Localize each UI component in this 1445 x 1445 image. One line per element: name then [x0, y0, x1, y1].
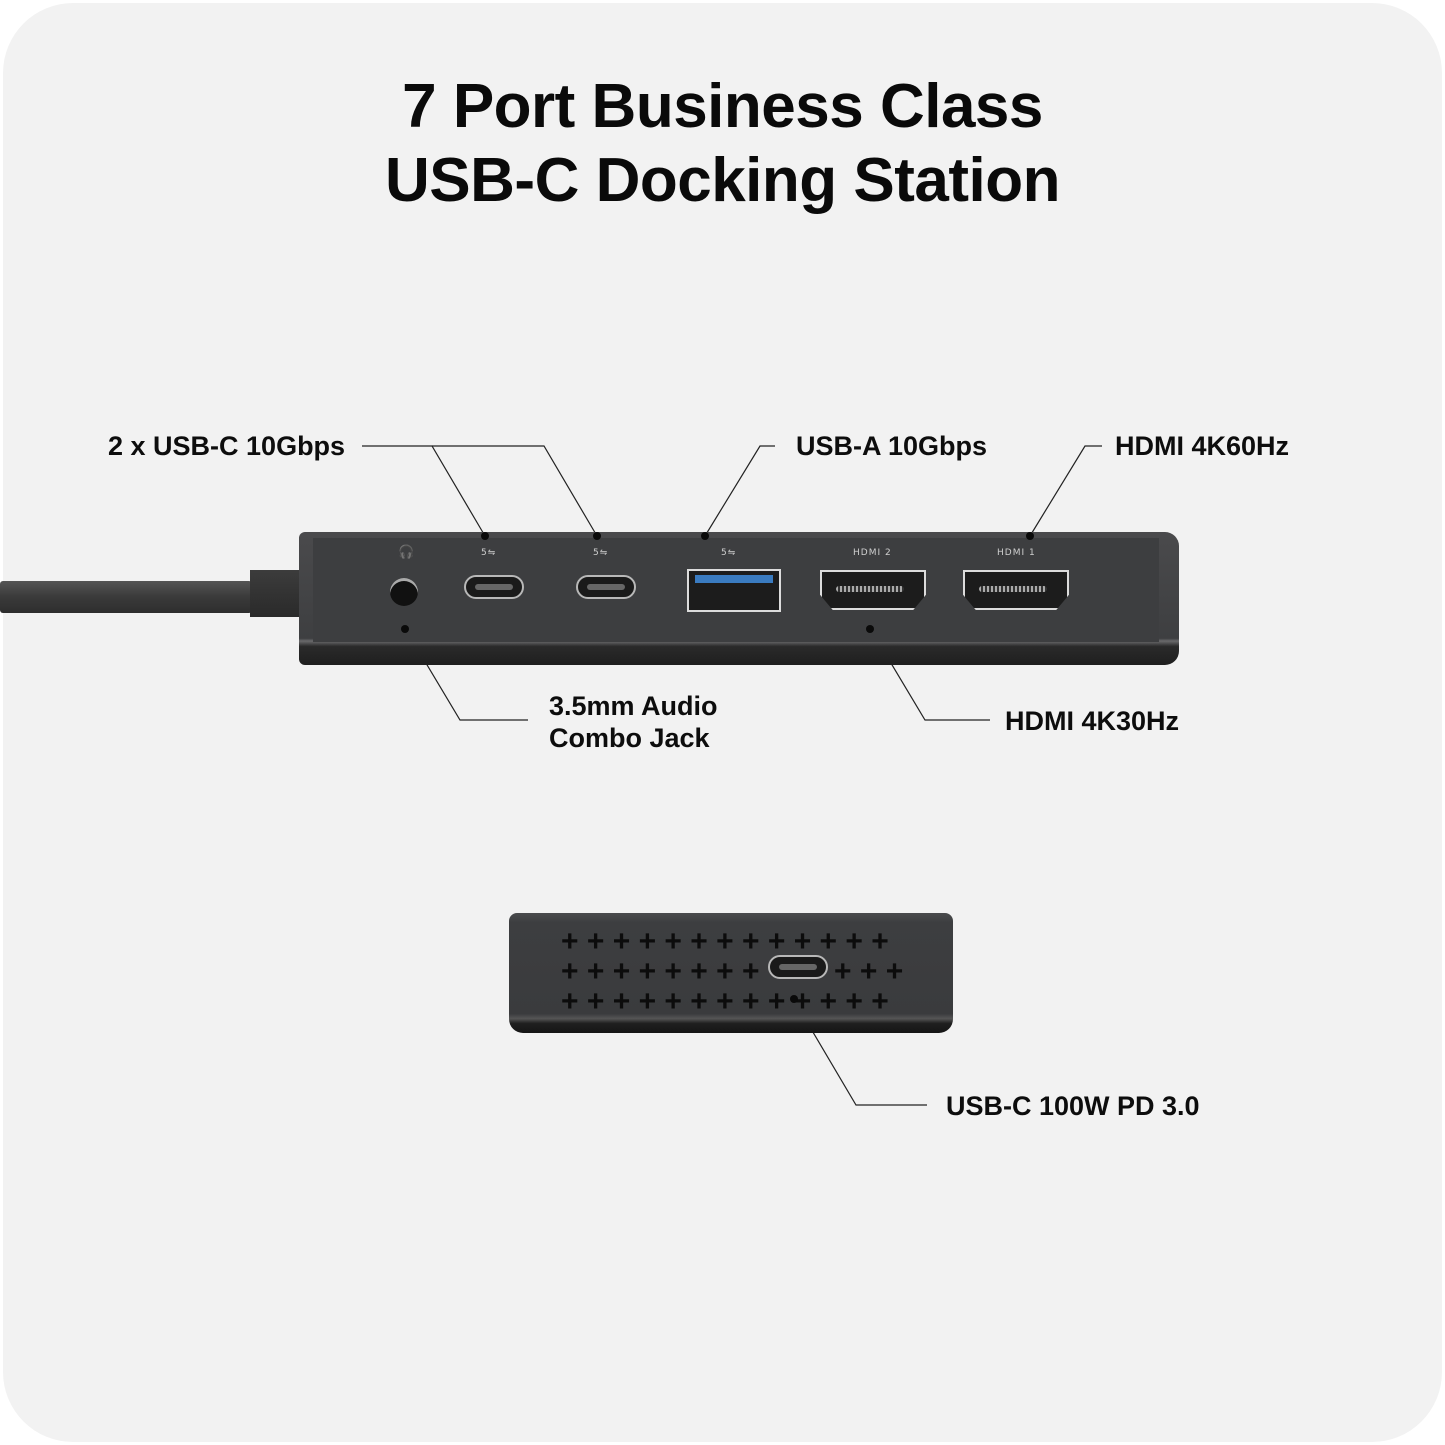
label-usb-c-pd: USB-C 100W PD 3.0 — [946, 1091, 1200, 1121]
title-line-1: 7 Port Business Class — [402, 72, 1043, 141]
label-audio-line-1: 3.5mm Audio — [549, 691, 718, 721]
hdmi-2-port-label: HDMI 2 — [853, 548, 892, 558]
vent-row-3: + + + + + + + + + + + + + — [561, 985, 889, 1018]
label-audio-line-2: Combo Jack — [549, 723, 710, 753]
usb-speed-icon: 5⇋ — [721, 548, 737, 558]
vent-row-2: + + + + + + + + — [561, 955, 760, 988]
usb-c-1-callout-dot — [481, 532, 489, 540]
usb-c-cable — [0, 581, 252, 613]
label-hdmi-4k30: HDMI 4K30Hz — [1005, 706, 1180, 736]
usb-a-port — [687, 569, 781, 612]
background-card — [3, 3, 1442, 1442]
audio-callout-dot — [401, 625, 409, 633]
hdmi-2-callout-dot — [866, 625, 874, 633]
headphone-icon: 🎧 — [398, 545, 416, 560]
usb-c-port-1 — [464, 575, 524, 599]
label-usb-c-10gbps: 2 x USB-C 10Gbps — [108, 431, 346, 461]
usb-c-port-2 — [576, 575, 636, 599]
label-hdmi-4k60: HDMI 4K60Hz — [1115, 431, 1290, 461]
label-audio-jack: 3.5mm Audio Combo Jack — [549, 690, 718, 754]
vent-row-1: + + + + + + + + + + + + + — [561, 925, 889, 958]
title-line-2: USB-C Docking Station — [385, 146, 1060, 215]
usb-c-pd-port — [768, 955, 828, 979]
audio-jack-port — [390, 578, 418, 606]
pd-callout-dot — [790, 995, 798, 1003]
hdmi-1-port — [963, 570, 1069, 610]
vent-row-2b: + + + — [834, 955, 904, 988]
page-title: 7 Port Business Class USB-C Docking Stat… — [0, 70, 1445, 218]
usb-speed-icon: 5⇋ — [481, 548, 497, 558]
label-usb-a-10gbps: USB-A 10Gbps — [796, 431, 988, 461]
dock-rear-panel: + + + + + + + + + + + + + + + + + + + + … — [509, 913, 953, 1033]
usb-a-callout-dot — [701, 532, 709, 540]
hdmi-1-port-label: HDMI 1 — [997, 548, 1036, 558]
cable-strain-relief — [250, 570, 302, 617]
hdmi-2-port — [820, 570, 926, 610]
usb-c-2-callout-dot — [593, 532, 601, 540]
usb-speed-icon: 5⇋ — [593, 548, 609, 558]
hdmi-1-callout-dot — [1026, 532, 1034, 540]
